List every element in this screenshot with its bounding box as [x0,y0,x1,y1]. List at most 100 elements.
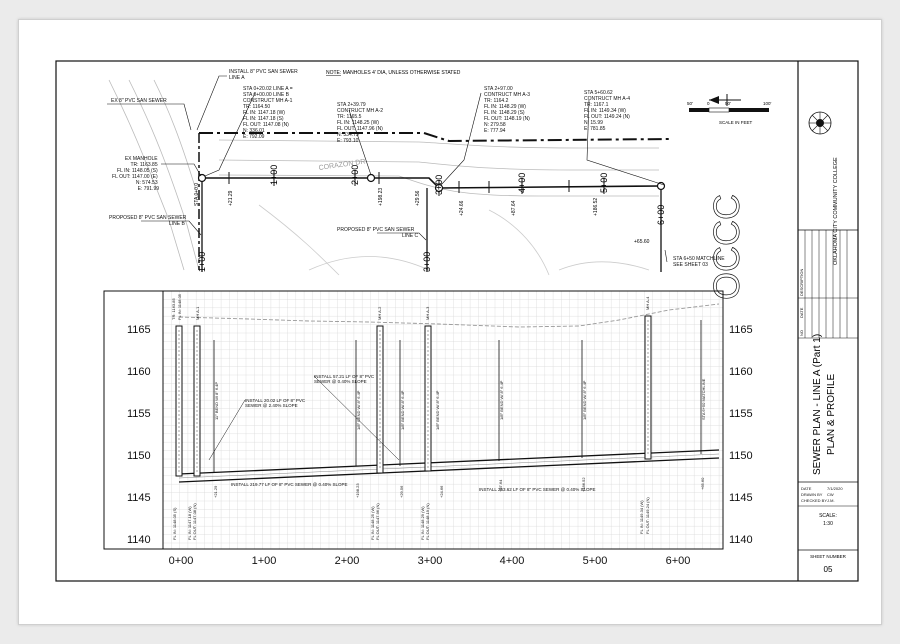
profile-offset: +29.56 [399,485,404,498]
drawing-canvas: CORAZON DR 1+00 2+00 3+00 4+00 5+00 6+00… [55,60,859,582]
scale-value: 1:30 [823,521,833,527]
profile-fl-label: FL IN: 1148.29 (W) [420,506,425,540]
svg-text:SCALE IN FEET: SCALE IN FEET [719,120,753,125]
pipe-profile-top [178,449,720,475]
profile-y-label-left: 1160 [127,366,151,378]
existing-ground-profile [178,303,720,328]
meta-label: DATE [801,486,812,491]
road-edge [218,159,659,171]
plan-offset: +29.56 [415,190,421,206]
meta-value: J.M. [827,498,835,503]
profile-bend-label: STA 6+50 MATCHLINE [701,378,706,420]
manhole-barrel-a1 [193,325,201,477]
drawing-border [55,60,859,582]
meta-label: DRAWN BY [801,492,823,497]
profile-fl-label: FL IN: 1148.05 (S) [172,507,177,540]
profile-x-label: 3+00 [418,555,443,567]
profile-mh-tag: FL IN: 1148.05 [177,293,182,320]
revision-header: NO [799,330,804,336]
college-logo-letters: OCCC [706,194,747,300]
meta-label: CHECKED BY [801,498,827,503]
pipe-centerline [178,453,720,479]
sheet-number-label: SHEET NUMBER [810,554,846,559]
profile-bend-label: 1/8° BEND W/ 8" 6.4P [499,380,504,420]
profile-offset: +87.64 [498,479,503,492]
profile-grid [162,290,723,549]
plan-station-label: 2+00 [350,165,360,185]
meta-value: CW [827,492,834,497]
profile-y-label-right: 1140 [729,534,753,546]
profile-install-callout: INSTALL 263.62 LF OF 8" PVC SEWER @ 0.40… [479,487,595,492]
plan-offset: +21.29 [228,190,234,206]
profile-mh-tag: MH A-1 [195,306,200,320]
profile-bend-label: 11° BEND W/ 8" 6.4P [214,382,219,420]
profile-y-label-right: 1155 [729,408,753,420]
svg-text:0: 0 [707,101,710,106]
profile-mh-tag: TR: 1163.85 [171,298,176,320]
callout-manhole-a3: STA 2+97.00 CONTRUCT MH A-3 TR: 1164.2 F… [484,86,531,134]
profile-y-label-left: 1155 [127,408,151,420]
plan-station-label: 4+00 [517,173,527,193]
revision-header: DATE [799,307,804,318]
manhole-a2-symbol [366,173,376,183]
profile-y-label-right: 1150 [729,450,753,462]
profile-offset: +24.66 [439,485,444,498]
sheet-subtitle: PLAN & PROFILE [826,374,837,455]
profile-x-label: 5+00 [583,555,608,567]
plan-offset: +65.60 [634,239,650,245]
svg-text:50': 50' [725,101,731,106]
road-edge [128,79,200,271]
profile-offset: +198.23 [355,483,360,498]
scale-bar: 50' 0 50' 100' SCALE IN FEET [687,101,772,125]
scale-label: SCALE: [819,513,837,519]
profile-x-label: 4+00 [500,555,525,567]
plan-station-start: STA 0+0.0 [194,183,200,206]
plan-station-label: 1+00 [197,252,207,272]
plan-station-label: 6+00 [656,205,666,225]
profile-fl-label: FL OUT: 1147.08 (N) [192,503,197,540]
plan-offset: +186.52 [593,198,599,216]
road-edge [558,261,650,271]
sheet-title: SEWER PLAN - LINE A (Part 1) [812,334,823,475]
sheet-number: 05 [824,565,833,574]
road-edge [153,79,200,201]
road-edge [218,139,659,149]
profile-mh-tag: MH A-4 [645,296,650,310]
road-edge [108,79,185,271]
profile-install-callout: INSTALL 219.77 LF OF 8" PVC SEWER @ 0.40… [231,482,347,487]
manhole-a3-symbol [434,183,444,193]
meta-value: 7/1/2020 [827,486,843,491]
profile-offset: +21.29 [213,485,218,498]
profile-fl-label: FL OUT: 1148.19 (N) [425,503,430,540]
profile-fl-label: FL IN: 1148.25 (W) [370,506,375,540]
plan-station-label: 3+00 [434,175,444,195]
plan-offset: +24.66 [459,200,465,216]
profile-y-label-right: 1145 [729,492,753,504]
callout-existing-manhole: EX MANHOLE TR: 1163.85 FL IN: 1148.05 (S… [112,156,159,192]
callout-manhole-a4: STA 5+60.62 CONTRUCT MH A-4 TR: 1167.1 F… [584,90,631,132]
profile-y-label-left: 1150 [127,450,151,462]
north-arrow-icon [709,94,741,106]
boundary-line [199,132,670,143]
profile-fl-label: FL OUT: 1147.96 (N) [375,503,380,540]
revision-header: DESCRIPTION [799,269,804,296]
profile-fl-label: FL OUT: 1149.24 (N) [645,497,650,534]
road-edge [488,209,550,276]
plan-station-label: 5+00 [599,173,609,193]
svg-text:100': 100' [763,101,772,106]
callout-manhole-a1: STA 0+20.02 LINE A = STA 0+00.00 LINE B … [243,86,294,140]
profile-y-label-left: 1145 [127,492,151,504]
manhole-barrel-ex [175,325,183,477]
road-edge [308,256,430,271]
plan-view: CORAZON DR 1+00 2+00 3+00 4+00 5+00 6+00… [107,69,772,276]
drawing-sheet: CORAZON DR 1+00 2+00 3+00 4+00 5+00 6+00… [18,19,882,625]
profile-offset: +186.52 [581,477,586,492]
profile-fl-label: FL IN: 1149.34 (W) [639,500,644,534]
plan-station-label: 1+00 [269,165,279,185]
svg-text:50': 50' [687,101,693,106]
profile-x-label: 1+00 [252,555,277,567]
